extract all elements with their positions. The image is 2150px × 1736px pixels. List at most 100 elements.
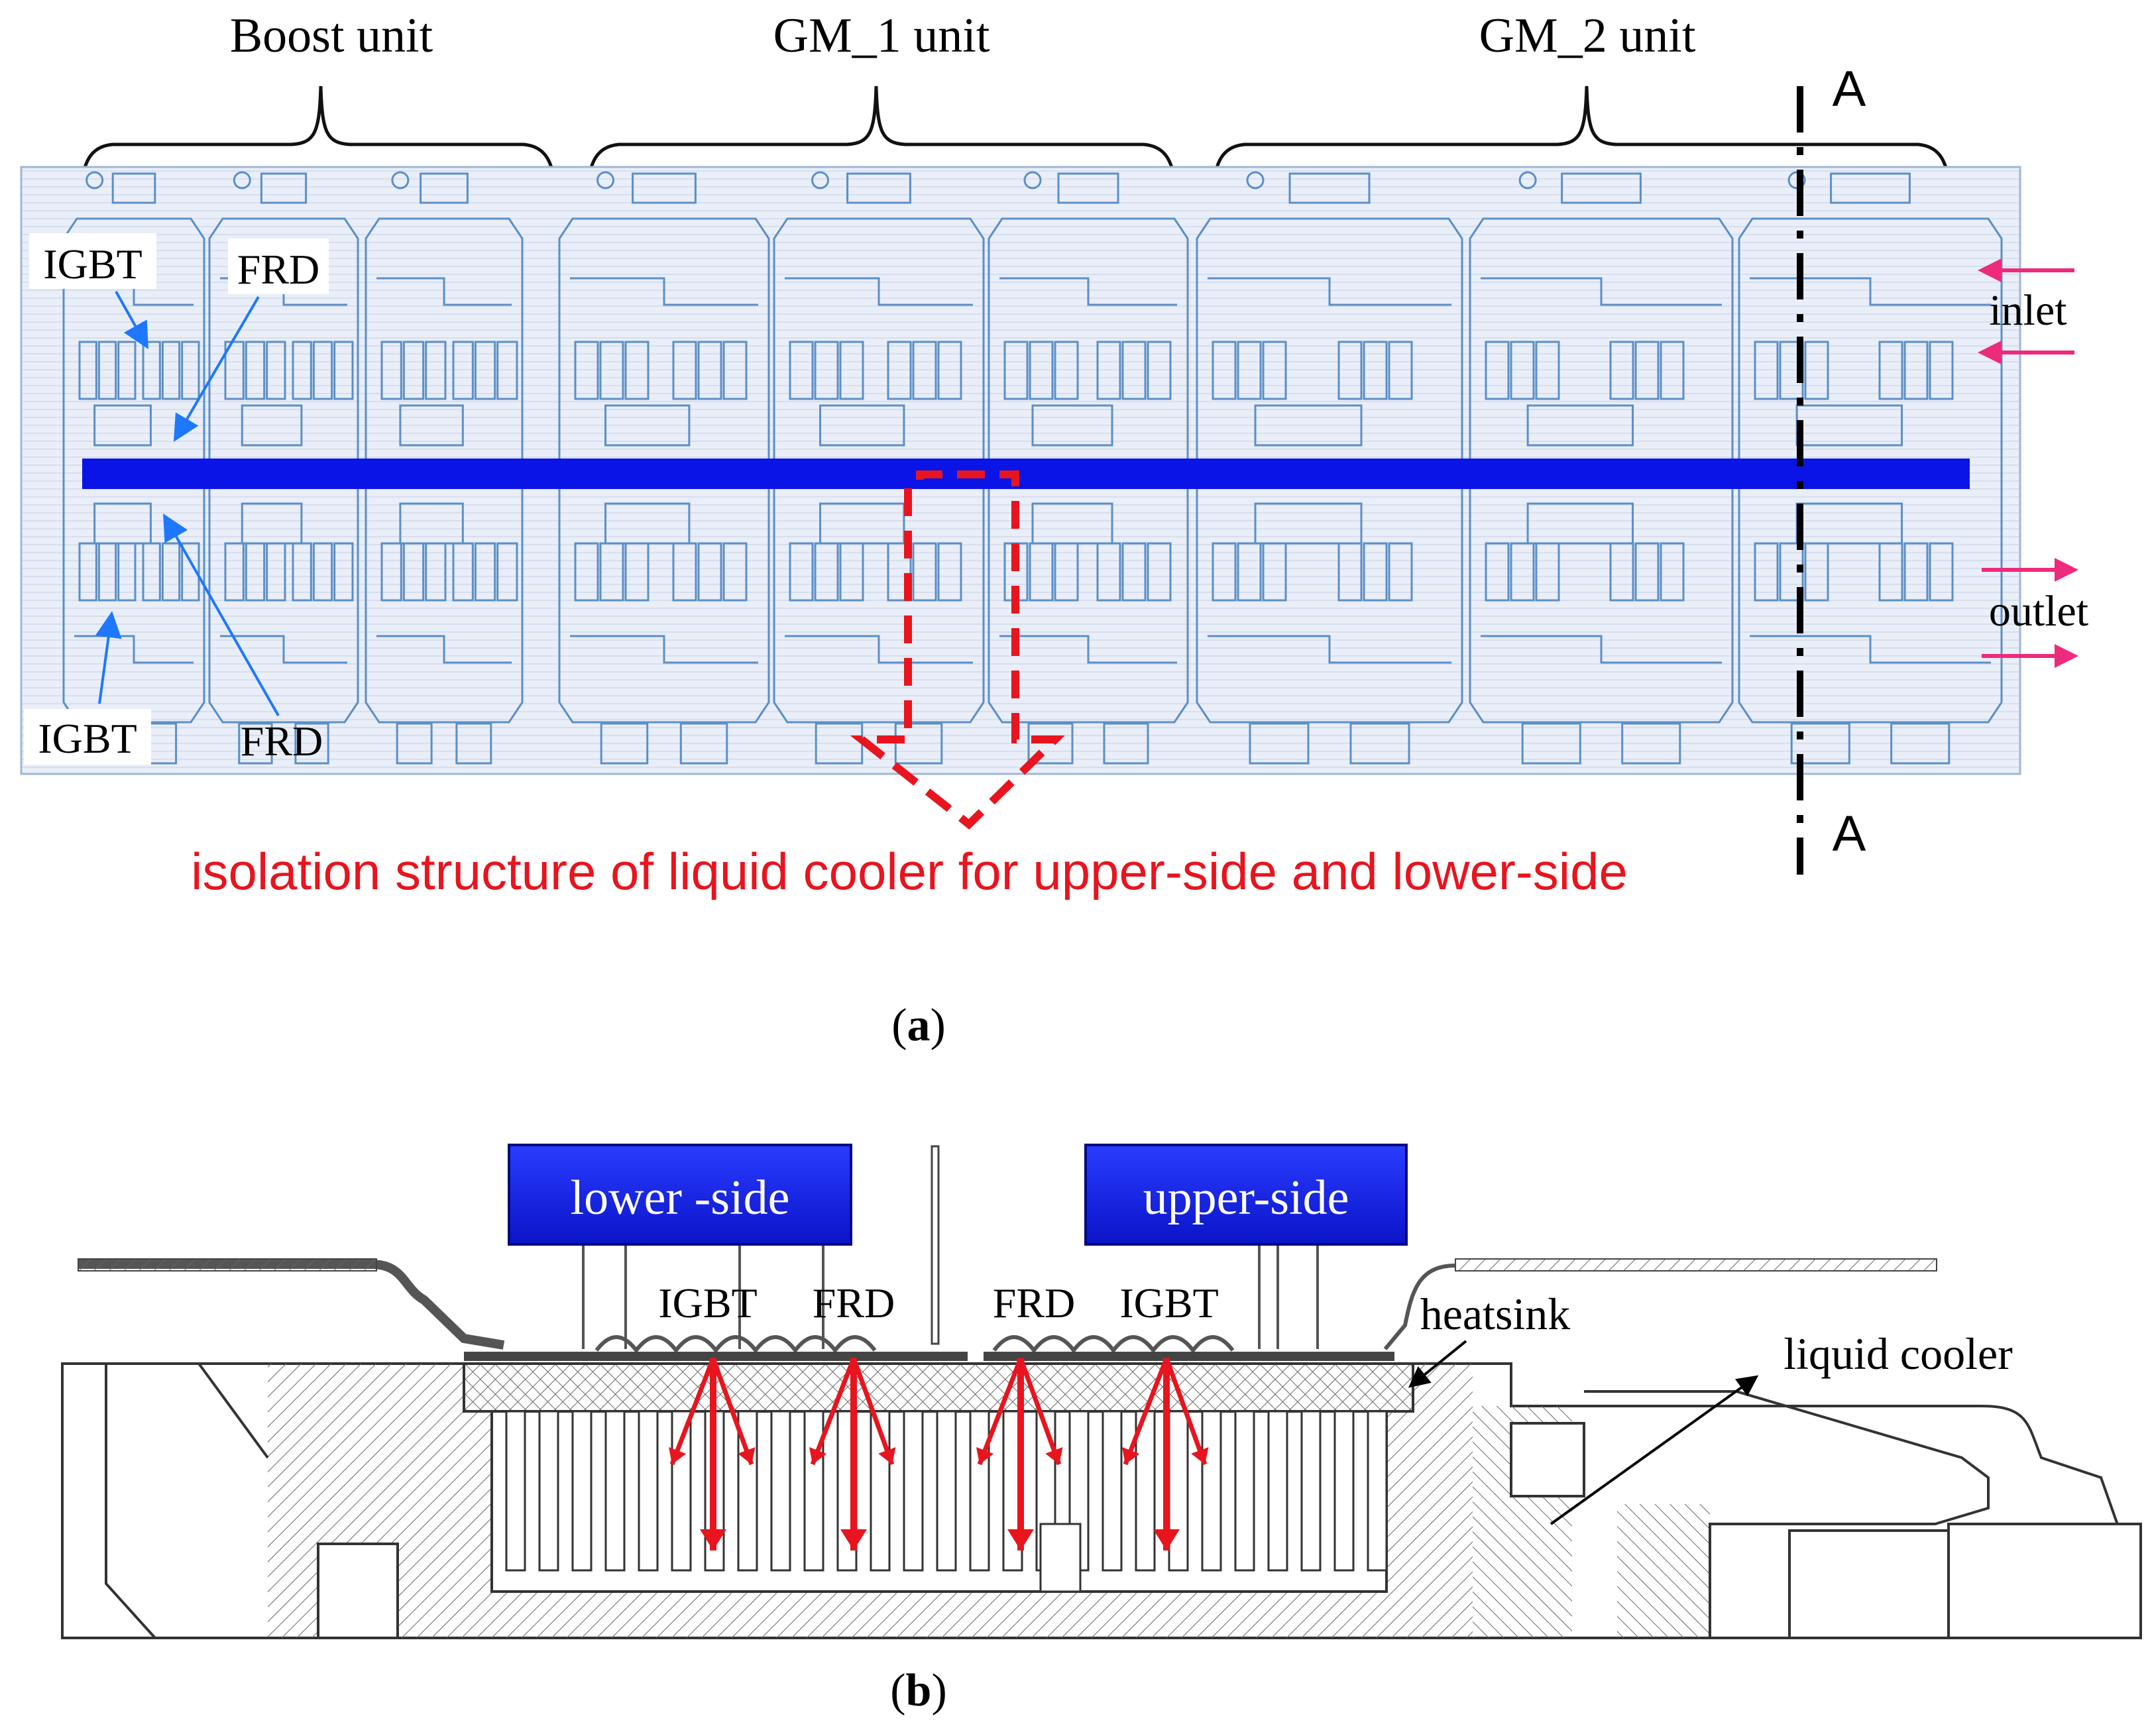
bottom-pad [294, 722, 329, 765]
terminal-tab [1561, 172, 1642, 204]
section-marker-top: A [1833, 61, 1866, 117]
heat-flow-arrow [977, 1357, 1023, 1466]
pin-fin [1333, 1410, 1355, 1572]
igbt-chip-upper [839, 341, 864, 400]
module-outline [988, 217, 1189, 724]
pin-fin [903, 1410, 924, 1572]
igbt-chip-upper [245, 341, 266, 400]
pin-fin [1267, 1410, 1288, 1572]
frd-chip-upper [604, 404, 691, 447]
igbt-chip-upper [1485, 341, 1510, 400]
module-outline [773, 217, 985, 724]
terminal-tab [111, 172, 156, 204]
igbt-chip-lower [912, 542, 937, 602]
bond-wires-right [992, 1335, 1235, 1354]
pin-fin [1234, 1410, 1255, 1572]
igbt-chip-upper [1535, 341, 1560, 400]
igbt-chip-lower [380, 542, 402, 602]
igbt-chip-upper [599, 341, 624, 400]
igbt-chip-lower [1929, 542, 1954, 602]
heatsink-pointer [1408, 1340, 1467, 1388]
frd-chip-upper [241, 404, 303, 447]
isolation-caption: isolation structure of liquid cooler for… [191, 842, 1628, 900]
terminal-tab [420, 172, 469, 204]
pin-fin [1300, 1410, 1322, 1572]
unit-label-boost: Boost unit [230, 9, 433, 63]
igbt-chip-lower [937, 542, 962, 602]
igbt-chip-upper [402, 341, 425, 400]
trace [1208, 635, 1451, 664]
unit-braces [79, 85, 1952, 211]
callout-igbt-top: IGBT [43, 241, 142, 288]
upper-side-label: upper-side [1143, 1171, 1349, 1225]
brace-gm2 [1211, 85, 1952, 211]
mount-hole [85, 171, 104, 190]
heat-flow-arrow [851, 1357, 895, 1466]
trace [376, 277, 512, 306]
pin-fin [969, 1410, 990, 1572]
igbt-chip-upper [142, 341, 161, 400]
chip-label-frd-right: FRD [993, 1279, 1076, 1327]
bond-wires-left [594, 1335, 877, 1354]
igbt-chip-upper [1510, 341, 1535, 400]
terminal-tab [1830, 172, 1911, 204]
bottom-pad [1349, 722, 1410, 765]
pin-fin [604, 1410, 626, 1572]
power-module [988, 171, 1189, 765]
igbt-chip-lower [1147, 542, 1172, 602]
igbt-chip-upper [474, 341, 496, 400]
power-modules [62, 171, 2003, 765]
igbt-chip-upper [1147, 341, 1172, 400]
igbt-chip-upper [380, 341, 402, 400]
pin-fin [505, 1410, 526, 1572]
trace [999, 635, 1177, 664]
igbt-chip-lower [224, 542, 245, 602]
right-busbar [1455, 1258, 1937, 1272]
igbt-chip-upper [814, 341, 839, 400]
igbt-chip-upper [1804, 341, 1829, 400]
bottom-pad [679, 722, 728, 765]
heat-flow-arrows [669, 1357, 1209, 1550]
igbt-chip-lower [574, 542, 599, 602]
trace [999, 277, 1177, 306]
mount-hole [1246, 171, 1265, 190]
pin-fin [638, 1410, 659, 1572]
power-module [1738, 171, 2003, 765]
igbt-chip-lower [333, 542, 354, 602]
power-module [558, 171, 770, 765]
frd-chip-upper [819, 404, 905, 447]
mount-hole [391, 171, 410, 190]
heat-flow-arrowhead [1122, 1447, 1140, 1464]
trace [1750, 277, 1991, 306]
module-outline [1469, 217, 1734, 724]
igbt-chip-upper [1096, 341, 1121, 400]
heat-flow-arrow [710, 1357, 754, 1466]
pin-fin [1135, 1410, 1156, 1572]
module-outline [1738, 217, 2003, 724]
chip-label-igbt-left: IGBT [658, 1279, 757, 1327]
igbt-chip-upper [496, 341, 518, 400]
igbt-chip-upper [1212, 341, 1237, 400]
igbt-chip-lower [1510, 542, 1535, 602]
power-module [62, 171, 205, 765]
fin-spacer [1039, 1523, 1082, 1593]
igbt-chip-upper [333, 341, 354, 400]
trace [1481, 635, 1722, 664]
callout-line-frd-bottom [163, 514, 280, 716]
igbt-chip-lower [1660, 542, 1685, 602]
bottom-pad [455, 722, 492, 765]
mount-hole [233, 171, 251, 190]
igbt-chip-upper [912, 341, 937, 400]
heat-flow-arrowhead [1191, 1447, 1209, 1464]
igbt-chip-lower [1363, 542, 1388, 602]
callout-line-igbt-bottom [95, 611, 122, 704]
igbt-chip-upper [1929, 341, 1954, 400]
trace [376, 635, 512, 664]
igbt-chip-upper [161, 341, 181, 400]
heat-flow-arrow [669, 1357, 716, 1466]
frd-chip-lower [1254, 502, 1363, 545]
terminal-tab [1057, 172, 1119, 204]
heat-flow-arrowhead [878, 1447, 896, 1464]
heat-flow-arrowhead [976, 1447, 994, 1464]
